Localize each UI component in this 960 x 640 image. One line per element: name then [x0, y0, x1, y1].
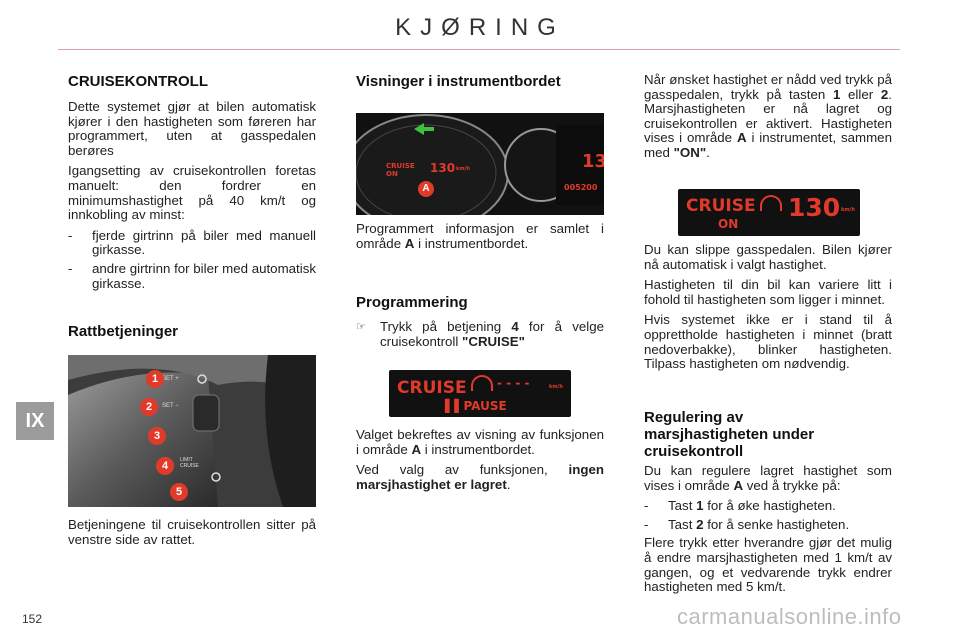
list-item: -fjerde girtrinn på biler med manuell gi…	[68, 227, 316, 258]
callout-2: 2	[140, 398, 158, 416]
column-3-bottom: Du kan regulere lagret hastighet som vis…	[644, 463, 892, 595]
column-2-body: Valget bekreftes av visning av funksjone…	[356, 427, 604, 492]
section-heading-programmering: Programmering	[356, 294, 468, 311]
photo-caption: Betjeningene til cruisekontrollen sitter…	[68, 517, 316, 547]
speedometer-icon	[471, 375, 493, 391]
section-heading-rattbetjeninger: Rattbetjeninger	[68, 323, 179, 340]
column-3-top: Når ønsket hastighet er nådd ved trykk p…	[644, 72, 892, 160]
section-heading-regulering: Regulering av marsjhastigheten under cru…	[644, 409, 815, 460]
column-1: CRUISEKONTROLL Dette systemet gjør at bi…	[68, 73, 316, 295]
dash-big-digits: 13	[582, 151, 604, 172]
paragraph: Dette systemet gjør at bilen automatisk …	[68, 99, 316, 158]
cruise-on-display: CRUISE ON 130 km/h	[678, 189, 860, 236]
page-title: KJØRING	[395, 14, 565, 41]
watermark: carmanualsonline.info	[677, 604, 902, 629]
section-heading-cruisekontroll: CRUISEKONTROLL	[68, 73, 208, 90]
pause-label: ▌▌PAUSE	[445, 399, 507, 413]
set-minus-label: SET −	[162, 403, 179, 409]
chapter-tab: IX	[16, 402, 54, 440]
paragraph: Hvis systemet ikke er i stand til å oppr…	[644, 312, 892, 372]
header-divider	[58, 49, 900, 50]
dash-unit-text: km/h	[456, 166, 470, 172]
area-a-marker: A	[418, 181, 434, 197]
paragraph: Flere trykk etter hverandre gjør det mul…	[644, 535, 892, 595]
paragraph: Hastigheten til din bil kan variere litt…	[644, 277, 892, 307]
paragraph: Du kan slippe gasspedalen. Bilen kjører …	[644, 242, 892, 272]
hand-pointer-icon: ☞	[356, 321, 366, 333]
list-item: -Tast 2 for å senke hastigheten.	[644, 516, 850, 532]
callout-5: 5	[170, 483, 188, 501]
programming-step: ☞ Trykk på betjening 4 for å velge cruis…	[356, 319, 604, 349]
page-number: 152	[22, 612, 43, 626]
set-plus-label: SET +	[162, 376, 179, 382]
list-item: -andre girtrinn for biler med automatisk…	[68, 260, 316, 291]
dash-odometer: 005200	[564, 183, 598, 192]
list-item: -Tast 1 for å øke hastigheten.	[644, 498, 836, 514]
speedometer-icon	[760, 195, 782, 211]
callout-4: 4	[156, 457, 174, 475]
callout-1: 1	[146, 370, 164, 388]
callout-3: 3	[148, 427, 166, 445]
section-heading-visninger: Visninger i instrumentbordet	[356, 73, 561, 90]
cruise-pause-display: CRUISE - - - - km/h ▌▌PAUSE	[389, 370, 571, 417]
limit-cruise-label: LIMIT CRUISE	[180, 457, 199, 469]
paragraph: Igangsetting av cruisekontrollen foretas…	[68, 163, 316, 223]
column-2-caption: Programmert informasjon er samlet i områ…	[356, 221, 604, 251]
steering-controls-photo: SET + SET − LIMIT CRUISE 1 2 3 4 5	[68, 355, 316, 507]
column-3-middle: Du kan slippe gasspedalen. Bilen kjører …	[644, 242, 892, 378]
dash-speed-text: 130	[430, 161, 456, 175]
